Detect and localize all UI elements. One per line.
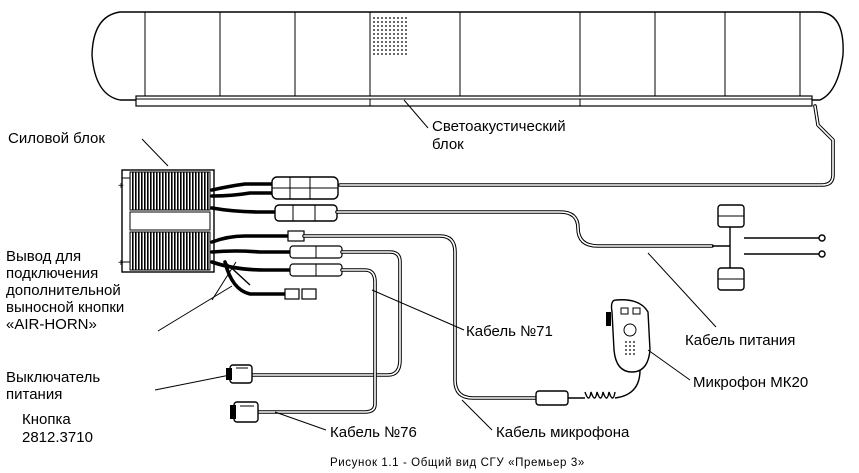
figure-caption: Рисунок 1.1 - Общий вид СГУ «Премьер 3» bbox=[330, 457, 585, 469]
label-switch-2: питания bbox=[6, 386, 62, 403]
power-switch bbox=[226, 364, 253, 384]
label-cable-76: Кабель №76 bbox=[330, 424, 417, 441]
label-output-2: подключения bbox=[6, 265, 98, 282]
leader-lines bbox=[141, 99, 717, 431]
light-bar bbox=[91, 11, 844, 107]
label-output-3: дополнительной bbox=[6, 282, 121, 299]
power-cable bbox=[210, 204, 826, 291]
power-unit: + + bbox=[118, 169, 215, 273]
label-button-2: 2812.3710 bbox=[22, 429, 93, 446]
label-cable-mic: Кабель микрофона bbox=[496, 424, 630, 441]
label-output-5: «AIR-HORN» bbox=[6, 316, 97, 333]
light-bar-base bbox=[135, 95, 813, 107]
cable-to-light-bar bbox=[210, 176, 339, 200]
label-cable-71: Кабель №71 bbox=[466, 323, 553, 340]
label-button-1: Кнопка bbox=[22, 411, 71, 428]
label-light-sound-unit-2: блок bbox=[432, 136, 464, 153]
microphone-mk20 bbox=[535, 299, 651, 406]
svg-text:+: + bbox=[118, 258, 124, 269]
svg-text:+: + bbox=[118, 181, 124, 192]
speaker-grille bbox=[373, 15, 408, 55]
label-output-4: выносной кнопки bbox=[6, 299, 124, 316]
light-bar-cable bbox=[338, 104, 835, 187]
label-power-unit: Силовой блок bbox=[8, 130, 105, 147]
harness-lower bbox=[210, 230, 538, 414]
button-2812 bbox=[230, 401, 259, 423]
label-light-sound-unit-1: Светоакустический bbox=[432, 118, 566, 135]
label-output-1: Вывод для bbox=[6, 248, 81, 265]
label-switch-1: Выключатель bbox=[6, 369, 100, 386]
label-cable-power: Кабель питания bbox=[685, 332, 795, 349]
label-microphone: Микрофон МК20 bbox=[693, 374, 808, 391]
